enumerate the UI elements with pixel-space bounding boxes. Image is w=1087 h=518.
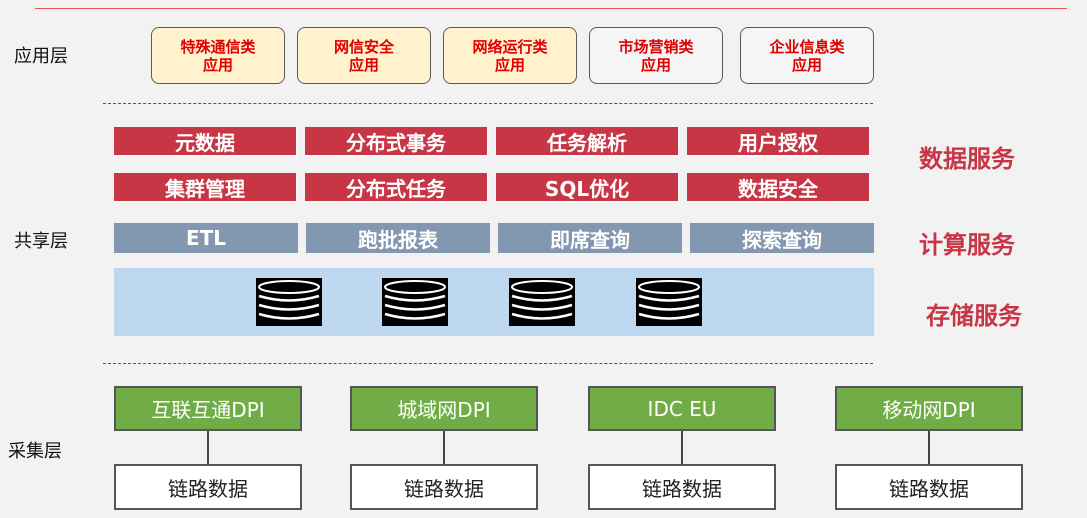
app-box-enterprise-info: 企业信息类 应用 [740,27,874,84]
storage-service-label: 存储服务 [926,302,1022,330]
compute-service-etl: ETL [114,223,298,253]
data-service-dist-transaction: 分布式事务 [305,127,489,157]
data-service-label: 数据服务 [919,145,1015,173]
layer-divider-bottom [103,363,873,364]
collect-layer-label: 采集层 [8,441,62,462]
app-box-subtitle: 应用 [202,55,233,74]
link-data-box: 链路数据 [835,464,1023,510]
app-box-subtitle: 应用 [791,55,822,74]
source-interconnect-dpi: 互联互通DPI [114,386,302,431]
app-box-title: 企业信息类 [769,37,845,56]
data-service-task-parsing: 任务解析 [496,127,680,157]
app-box-cyber-security: 网信安全 应用 [297,27,431,84]
top-rule [35,8,1067,9]
shared-layer-label: 共享层 [14,231,68,252]
app-box-subtitle: 应用 [348,55,379,74]
connector-line [928,431,930,464]
link-data-box: 链路数据 [588,464,776,510]
compute-service-label: 计算服务 [919,231,1015,259]
source-idc-eu: IDC EU [588,386,776,431]
app-box-marketing: 市场营销类 应用 [589,27,723,84]
data-service-dist-task: 分布式任务 [305,173,489,203]
app-box-subtitle: 应用 [494,55,525,74]
app-box-title: 网络运行类 [472,37,548,56]
link-data-box: 链路数据 [350,464,538,510]
source-metro-dpi: 城域网DPI [350,386,538,431]
data-service-metadata: 元数据 [114,127,298,157]
connector-line [681,431,683,464]
app-box-subtitle: 应用 [640,55,671,74]
app-box-title: 特殊通信类 [180,37,256,56]
app-box-title: 网信安全 [333,37,394,56]
compute-service-explore-query: 探索查询 [690,223,874,253]
compute-service-adhoc-query: 即席查询 [498,223,682,253]
compute-service-batch-report: 跑批报表 [306,223,490,253]
app-box-title: 市场营销类 [618,37,694,56]
data-service-data-security: 数据安全 [687,173,871,203]
app-layer-label: 应用层 [14,46,68,67]
database-icon [382,278,448,326]
layer-divider-top [103,103,873,104]
app-box-network-ops: 网络运行类 应用 [443,27,577,84]
storage-panel [114,268,874,336]
data-service-sql-optimize: SQL优化 [496,173,680,203]
source-mobile-dpi: 移动网DPI [835,386,1023,431]
link-data-box: 链路数据 [114,464,302,510]
data-service-user-auth: 用户授权 [687,127,871,157]
database-icon [636,278,702,326]
database-icon [509,278,575,326]
connector-line [443,431,445,464]
connector-line [207,431,209,464]
data-service-cluster-mgmt: 集群管理 [114,173,298,203]
database-icon [256,278,322,326]
app-box-special-comm: 特殊通信类 应用 [151,27,285,84]
